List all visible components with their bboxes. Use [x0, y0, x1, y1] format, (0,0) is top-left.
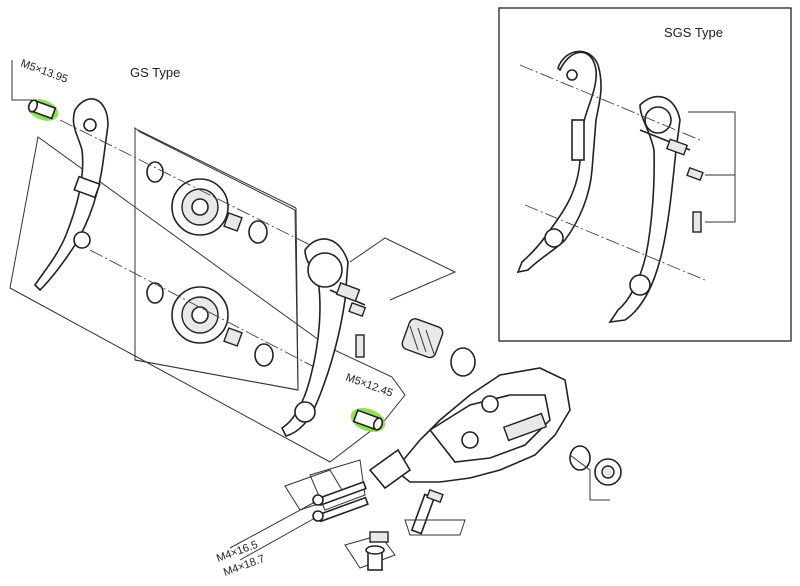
pivot-cap [594, 458, 622, 486]
lower-washer-left [146, 282, 164, 304]
bolt-m5-1245-label: M5×12.45 [344, 372, 394, 400]
gs-inner-cage-plate [280, 237, 457, 437]
bolt-m5-1395: M5×13.95 [11, 58, 69, 121]
derailleur-body [368, 367, 571, 490]
cap-washer [569, 445, 591, 471]
bolt-m4-165 [312, 480, 367, 506]
limit-screw [410, 488, 444, 535]
upper-bushing [223, 212, 243, 232]
upper-washer-right [248, 220, 268, 244]
lower-pulley [171, 286, 229, 344]
pulley-assembly-box [59, 119, 321, 391]
sgs-outer-cage-plate [516, 50, 602, 274]
lower-washer-right [254, 343, 274, 367]
gs-outer-cage-plate [33, 98, 109, 292]
bolt-m5-1245: M5×12.45 [344, 372, 394, 433]
sgs-type-inset: SGS Type [498, 7, 792, 342]
upper-pulley [171, 178, 229, 236]
bolt-m4-187 [312, 496, 369, 523]
small-parts-box [344, 534, 396, 569]
cage-spring [401, 318, 444, 359]
stop-bolt [365, 531, 389, 571]
spring-washer [450, 347, 476, 377]
bolt-m5-1395-label: M5×13.95 [19, 58, 69, 86]
gs-type-label: GS Type [130, 65, 180, 80]
sgs-type-label: SGS Type [664, 25, 723, 40]
lower-bushing [223, 327, 243, 347]
